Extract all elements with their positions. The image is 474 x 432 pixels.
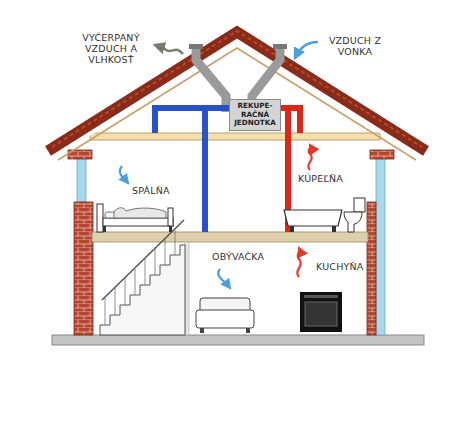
wall-insulation xyxy=(77,158,86,202)
exhaust-duct xyxy=(196,48,226,112)
brick-pillar xyxy=(74,202,93,335)
room-label: VZDUCH Z VONKA xyxy=(318,36,392,58)
sofa xyxy=(196,298,254,333)
interior-wall xyxy=(185,242,189,335)
staircase xyxy=(100,220,185,335)
toilet xyxy=(344,198,365,232)
room-label: KÚPEĽŇA xyxy=(298,174,343,185)
flow-arrow xyxy=(120,166,128,183)
unit-label: REKUPE- RAČNÁ JEDNOTKA xyxy=(232,102,278,128)
duct-cap xyxy=(189,44,203,49)
bed xyxy=(97,204,173,232)
flow-arrow xyxy=(297,248,300,277)
wall-insulation xyxy=(376,158,385,335)
middle-floor xyxy=(92,232,368,242)
flow-arrow xyxy=(218,269,230,288)
blue-pipe xyxy=(202,108,208,232)
blue-pipe xyxy=(155,108,230,133)
flow-arrow xyxy=(308,145,311,170)
attic-beam xyxy=(90,133,380,140)
room-label: OBÝVAČKA xyxy=(212,252,264,263)
intake-duct xyxy=(252,48,280,102)
pillar-cap xyxy=(370,150,394,159)
roof xyxy=(48,32,426,151)
room-label: VYČERPANÝ VZDUCH A VLHKOSŤ xyxy=(68,33,154,66)
flow-arrow xyxy=(295,42,318,58)
oven xyxy=(300,292,342,332)
room-label: SPÁLŇA xyxy=(132,186,170,197)
room-label: KUCHYŇA xyxy=(316,262,364,273)
brick-pillar xyxy=(367,202,376,335)
duct-cap xyxy=(273,44,287,49)
ground-slab xyxy=(52,335,424,345)
roof-fascia xyxy=(46,34,428,154)
bathtub xyxy=(284,210,342,232)
flow-arrow xyxy=(155,45,183,54)
unit-box: REKUPE- RAČNÁ JEDNOTKA xyxy=(229,99,281,131)
